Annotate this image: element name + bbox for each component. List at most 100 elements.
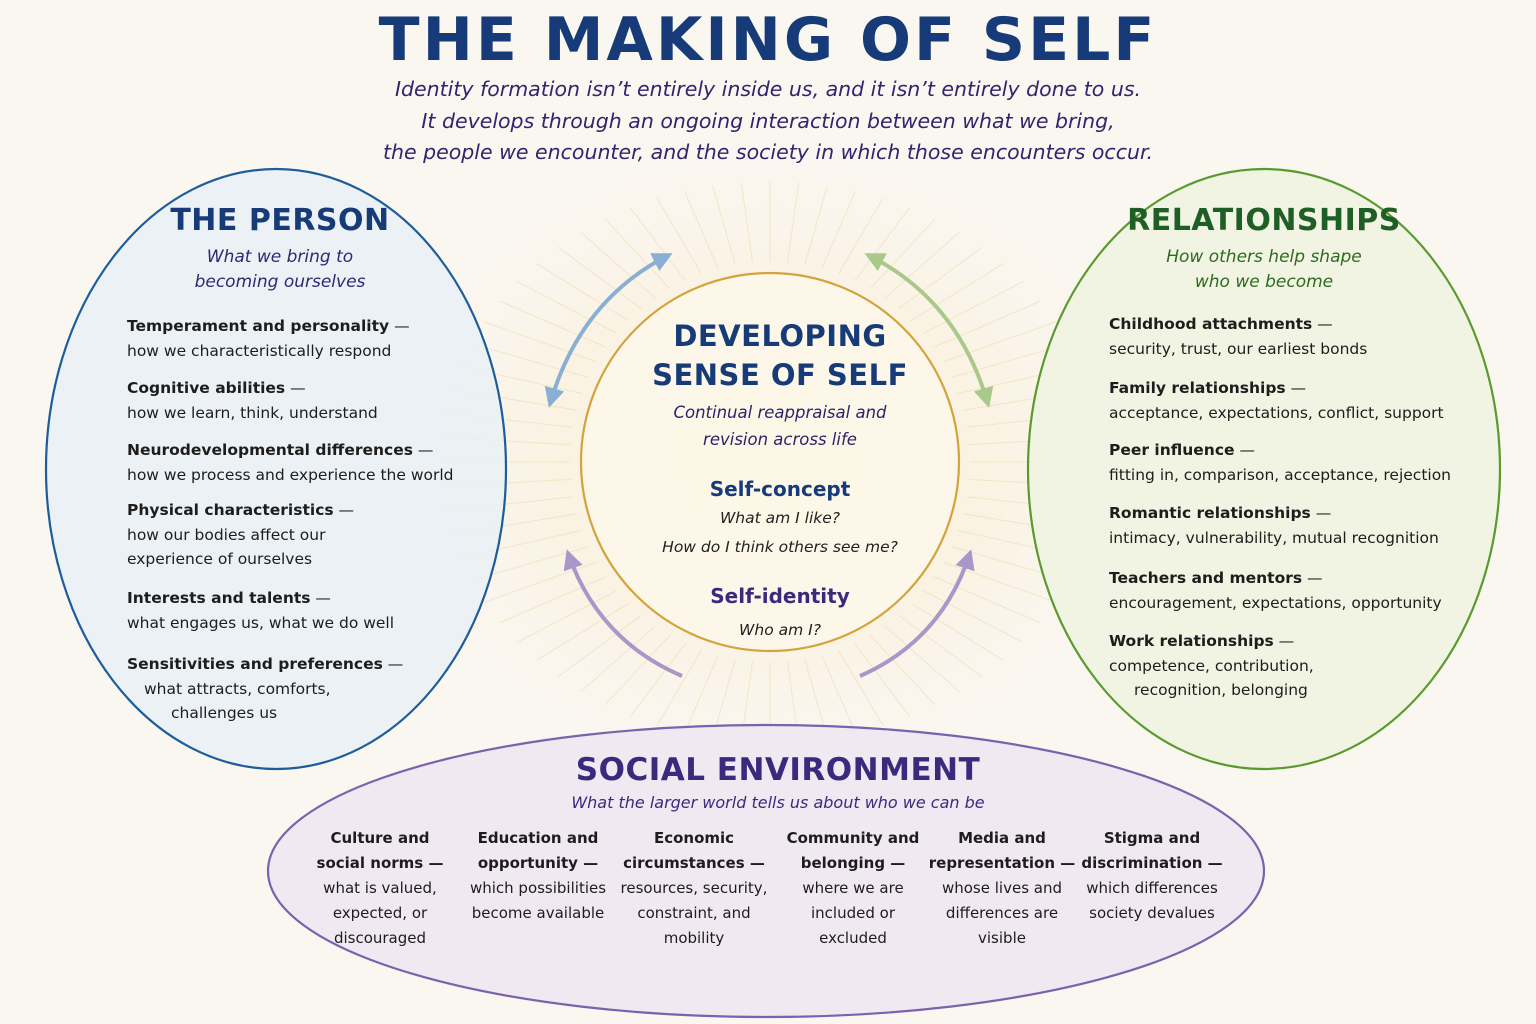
self-identity-questions: Who am I? bbox=[610, 616, 950, 645]
sun-ray bbox=[712, 185, 736, 266]
env-name-line: Media and bbox=[958, 829, 1046, 847]
env-name-line: opportunity — bbox=[477, 854, 599, 872]
person-item-name: Physical characteristics bbox=[127, 501, 334, 519]
env-desc-line: excluded bbox=[819, 929, 887, 947]
relationships-item-desc: security, trust, our earliest bonds bbox=[1109, 339, 1368, 358]
person-subtitle-line: becoming ourselves bbox=[194, 272, 366, 292]
person-item-name: Cognitive abilities bbox=[127, 379, 286, 397]
person-subtitle-line: What we bring to bbox=[206, 247, 354, 267]
sun-ray bbox=[911, 602, 1004, 661]
environment-arrow-right bbox=[859, 549, 975, 678]
sun-ray bbox=[580, 625, 656, 693]
sun-ray bbox=[499, 576, 607, 624]
env-desc-line: what is valued, bbox=[323, 879, 437, 897]
env-name-line: discrimination — bbox=[1081, 854, 1223, 872]
relationships-item: Work relationships — competence, contrib… bbox=[1109, 629, 1314, 703]
env-name-line: circumstances — bbox=[623, 854, 765, 872]
intro-line: Identity formation isn’t entirely inside… bbox=[394, 77, 1142, 101]
env-desc-line: discouraged bbox=[333, 929, 427, 947]
relationships-item-name: Family relationships bbox=[1109, 379, 1286, 397]
person-ellipse bbox=[44, 167, 508, 771]
person-item-desc: what attracts, comforts, bbox=[144, 679, 331, 698]
sun-ray bbox=[656, 198, 703, 275]
environment-ellipse bbox=[266, 723, 1266, 1019]
sun-ray bbox=[630, 207, 686, 282]
sun-ray bbox=[869, 634, 936, 706]
env-name-line: representation — bbox=[928, 854, 1076, 872]
self-identity-label: Self-identity bbox=[710, 584, 850, 608]
sun-ray bbox=[630, 642, 686, 717]
page-title: THE MAKING OF SELF bbox=[378, 5, 1158, 75]
env-desc-line: visible bbox=[978, 929, 1026, 947]
person-item: Temperament and personality — how we cha… bbox=[127, 314, 410, 363]
sun-ray bbox=[884, 625, 960, 693]
env-name-line: Education and bbox=[477, 829, 599, 847]
env-desc-line: expected, or bbox=[332, 904, 428, 922]
relationships-item: Teachers and mentors — encouragement, ex… bbox=[1109, 566, 1442, 615]
env-desc-line: society devalues bbox=[1089, 904, 1215, 922]
environment-column: Education and opportunity — which possib… bbox=[463, 826, 613, 926]
sun-ray bbox=[837, 198, 884, 275]
relationships-item-name: Romantic relationships bbox=[1109, 504, 1311, 522]
person-item: Physical characteristics — how our bodie… bbox=[127, 498, 354, 572]
sun-ray bbox=[786, 182, 800, 263]
center-heading-line: SENSE OF SELF bbox=[652, 358, 908, 392]
sun-ray bbox=[604, 634, 671, 706]
env-desc-line: included or bbox=[811, 904, 895, 922]
person-item-name: Neurodevelopmental differences bbox=[127, 441, 413, 459]
env-desc-line: resources, security, bbox=[620, 879, 768, 897]
sun-ray bbox=[684, 654, 719, 734]
relationships-subtitle-line: How others help shape bbox=[1166, 247, 1362, 267]
relationships-item: Family relationships — acceptance, expec… bbox=[1109, 376, 1444, 425]
environment-heading: SOCIAL ENVIRONMENT bbox=[575, 752, 981, 788]
sun-ray bbox=[804, 185, 828, 266]
relationships-ellipse bbox=[1026, 167, 1502, 771]
self-concept-questions: What am I like? How do I think others se… bbox=[610, 504, 950, 562]
self-identity-question: Who am I? bbox=[739, 621, 821, 639]
env-name-line: belonging — bbox=[800, 854, 906, 872]
env-name-line: Community and bbox=[786, 829, 920, 847]
sun-ray bbox=[656, 649, 703, 726]
relationships-item-desc: encouragement, expectations, opportunity bbox=[1109, 593, 1442, 612]
person-item: Interests and talents — what engages us,… bbox=[127, 586, 394, 635]
relationships-item-desc: acceptance, expectations, conflict, supp… bbox=[1109, 403, 1444, 422]
person-item: Sensitivities and preferences — what att… bbox=[127, 652, 403, 726]
person-item: Neurodevelopmental differences — how we … bbox=[127, 438, 454, 487]
relationships-subtitle-line: who we become bbox=[1194, 272, 1334, 292]
relationships-item-desc: intimacy, vulnerability, mutual recognit… bbox=[1109, 528, 1439, 547]
sun-ray bbox=[740, 182, 754, 263]
relationships-heading: RELATIONSHIPS bbox=[1127, 203, 1401, 238]
person-subtitle: What we bring to becoming ourselves bbox=[130, 245, 430, 295]
relationships-item-name: Childhood attachments bbox=[1109, 315, 1313, 333]
relationships-item-name: Work relationships bbox=[1109, 632, 1274, 650]
env-desc-line: whose lives and bbox=[941, 879, 1062, 897]
environment-column: Culture and social norms — what is value… bbox=[305, 826, 455, 951]
intro-line: It develops through an ongoing interacti… bbox=[421, 108, 1115, 133]
sun-ray bbox=[684, 190, 719, 270]
env-desc-line: where we are bbox=[802, 879, 904, 897]
center-subtitle-line: revision across life bbox=[703, 430, 857, 449]
person-item-name: Sensitivities and preferences bbox=[127, 655, 383, 673]
environment-column: Community and belonging — where we are i… bbox=[778, 826, 928, 951]
relationships-item-desc: competence, contribution, bbox=[1109, 656, 1314, 675]
person-item: Cognitive abilities — how we learn, thin… bbox=[127, 376, 378, 425]
sun-ray bbox=[854, 207, 910, 282]
env-desc-line: which differences bbox=[1086, 879, 1218, 897]
person-item-desc: how we characteristically respond bbox=[127, 341, 392, 360]
sun-ray bbox=[536, 602, 629, 661]
person-item-desc: how we process and experience the world bbox=[127, 465, 454, 484]
env-name-line: Economic bbox=[653, 829, 735, 847]
env-name-line: Culture and bbox=[330, 829, 430, 847]
person-item-desc: how we learn, think, understand bbox=[127, 403, 378, 422]
relationships-item: Peer influence — fitting in, comparison,… bbox=[1109, 438, 1451, 487]
intro-text: Identity formation isn’t entirely inside… bbox=[318, 74, 1218, 169]
person-item-desc: what engages us, what we do well bbox=[127, 613, 395, 632]
relationships-item-name: Peer influence bbox=[1109, 441, 1235, 459]
env-desc-line: differences are bbox=[945, 904, 1059, 922]
sun-ray bbox=[837, 649, 884, 726]
relationships-item-desc: recognition, belonging bbox=[1134, 681, 1308, 699]
relationships-arrow bbox=[864, 253, 994, 408]
sun-ray bbox=[821, 190, 856, 270]
center-subtitle-line: Continual reappraisal and bbox=[673, 403, 887, 422]
